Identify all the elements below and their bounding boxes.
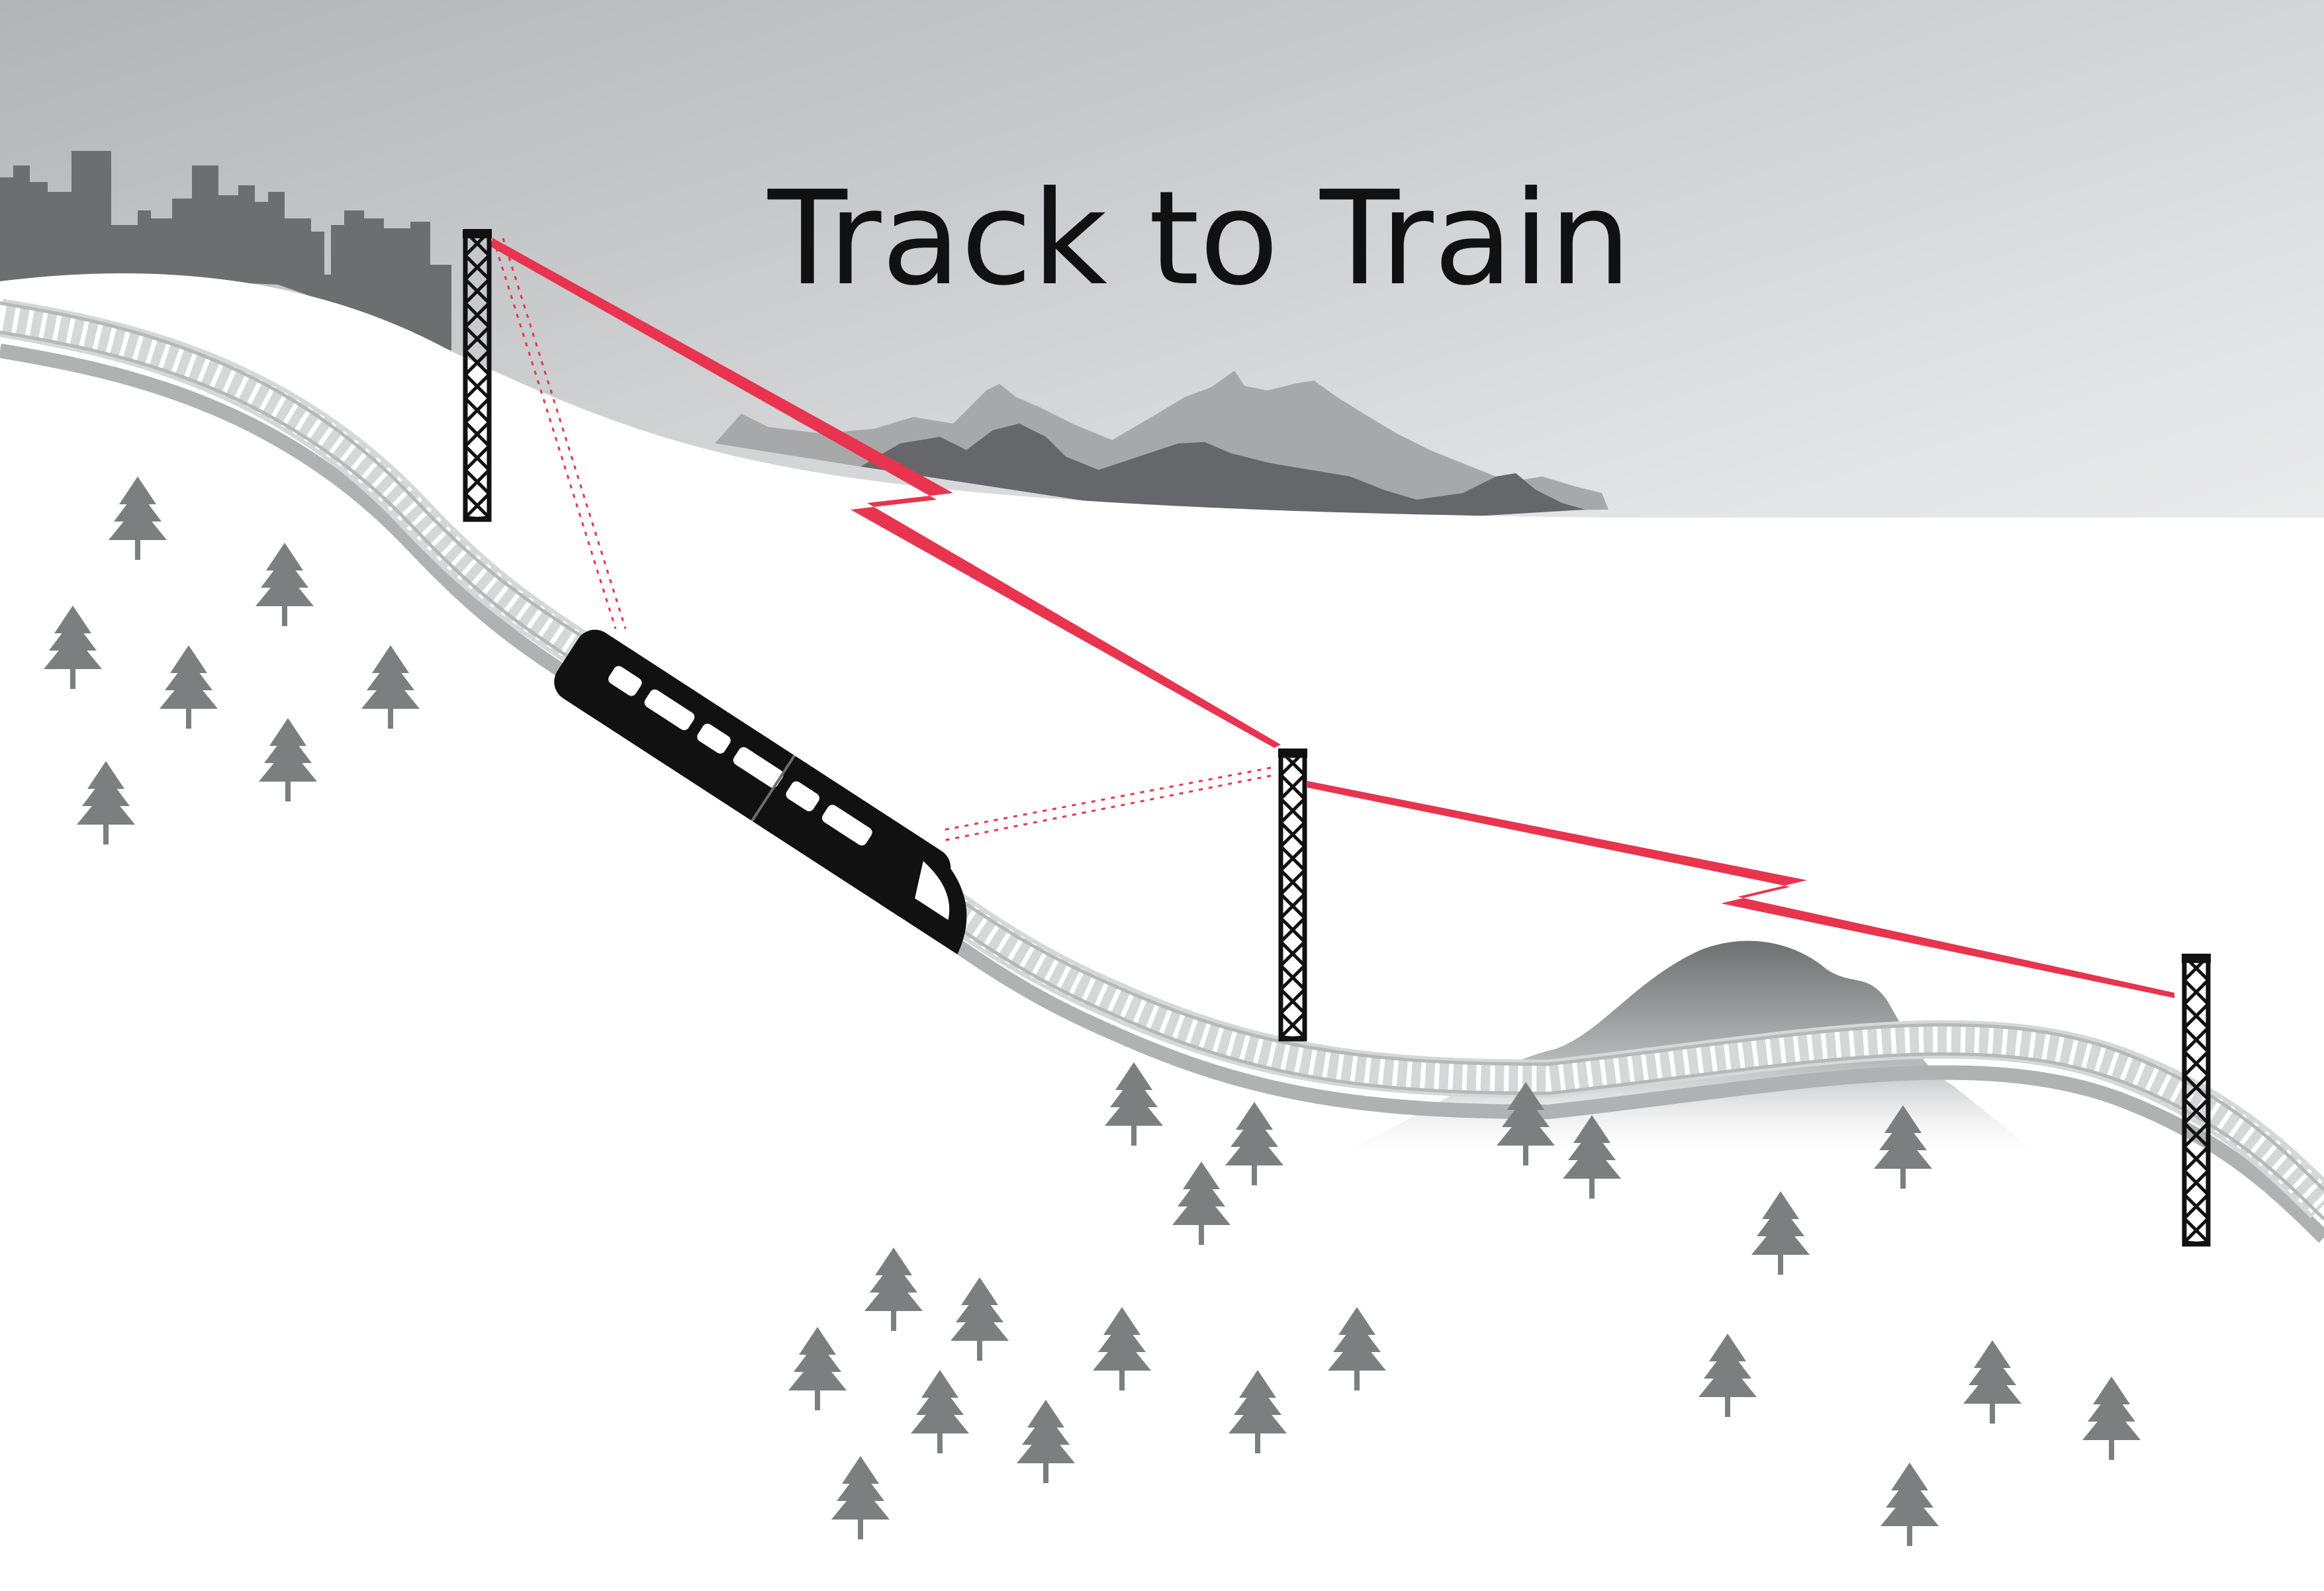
tower-icon bbox=[463, 229, 492, 522]
tree-icon bbox=[1225, 1102, 1283, 1185]
tree-icon bbox=[1328, 1307, 1386, 1390]
tree-icon bbox=[361, 645, 420, 729]
page-title: Track to Train bbox=[767, 163, 1632, 314]
tree-icon bbox=[1751, 1191, 1810, 1275]
tree-icon bbox=[109, 477, 167, 560]
tree-icon bbox=[1105, 1062, 1163, 1146]
train-icon bbox=[554, 629, 967, 954]
tree-icon bbox=[160, 645, 218, 729]
tree-icon bbox=[831, 1456, 890, 1539]
tree-icon bbox=[44, 606, 102, 689]
radio-wave-icon-2 bbox=[939, 766, 1272, 842]
lightning-link-1 bbox=[490, 238, 1281, 748]
track-rail-bottom bbox=[0, 330, 2324, 1220]
tree-icon bbox=[1093, 1307, 1151, 1390]
lightning-link-2 bbox=[1307, 781, 2174, 998]
tree-icon bbox=[1881, 1463, 1939, 1546]
mountain-range-light bbox=[715, 371, 1608, 513]
tower-icon bbox=[1278, 749, 1307, 1042]
tree-icon bbox=[1698, 1334, 1757, 1417]
city-skyline bbox=[0, 151, 451, 351]
tree-icon bbox=[1963, 1340, 2022, 1424]
tree-icon bbox=[256, 543, 314, 626]
tree-icon bbox=[2082, 1377, 2141, 1460]
tree-icon bbox=[1017, 1400, 1075, 1483]
mountain-range-dark bbox=[860, 424, 1585, 523]
tower-icon bbox=[2182, 954, 2211, 1247]
track-shadow bbox=[0, 343, 2324, 1243]
track-rail-top bbox=[0, 301, 2324, 1191]
ground-left-hill bbox=[0, 273, 2324, 1591]
tree-icon bbox=[1497, 1082, 1555, 1165]
tree-icon bbox=[1229, 1370, 1287, 1453]
tree-icon bbox=[1172, 1161, 1231, 1245]
trees bbox=[44, 477, 2141, 1546]
tree-icon bbox=[911, 1370, 969, 1453]
track-ties bbox=[0, 302, 2324, 1216]
tree-icon bbox=[1874, 1105, 1932, 1189]
tree-icon bbox=[788, 1327, 847, 1410]
tree-icon bbox=[1563, 1115, 1621, 1199]
tree-icon bbox=[951, 1277, 1009, 1361]
tree-icon bbox=[259, 718, 317, 801]
tree-icon bbox=[864, 1248, 923, 1331]
tree-icon bbox=[77, 761, 135, 844]
radio-wave-icon bbox=[492, 238, 627, 629]
